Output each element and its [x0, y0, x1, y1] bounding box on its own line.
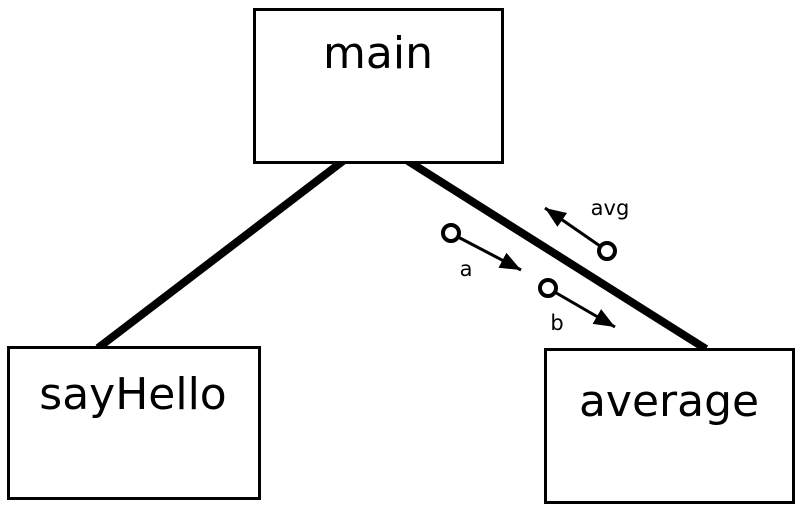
couple-avg-label: avg — [591, 196, 630, 220]
node-sayhello-box — [7, 346, 261, 500]
couple-a-label: a — [460, 257, 473, 281]
node-sayhello: sayHello — [7, 346, 261, 500]
node-average-label: average — [579, 376, 759, 427]
data-couple-b: b — [538, 278, 616, 335]
couple-b-label: b — [550, 311, 563, 335]
call-edge-main-average — [405, 157, 709, 353]
data-couple-avg: avg — [544, 196, 630, 261]
node-average-box — [544, 348, 795, 504]
node-main-label: main — [323, 28, 433, 79]
node-main-box — [253, 8, 504, 164]
node-main: main — [253, 8, 504, 164]
node-sayhello-label: sayHello — [39, 369, 226, 420]
couple-a-tail-circle — [441, 223, 461, 243]
data-couple-a: a — [441, 223, 522, 281]
couple-avg-tail-circle — [597, 241, 617, 261]
couple-avg-arrow — [544, 206, 601, 248]
couple-b-tail-circle — [538, 278, 558, 298]
couple-a-arrow — [458, 236, 522, 272]
call-edge-main-sayhello — [95, 157, 346, 352]
couple-b-arrow — [554, 291, 616, 329]
node-average: average — [544, 348, 795, 504]
